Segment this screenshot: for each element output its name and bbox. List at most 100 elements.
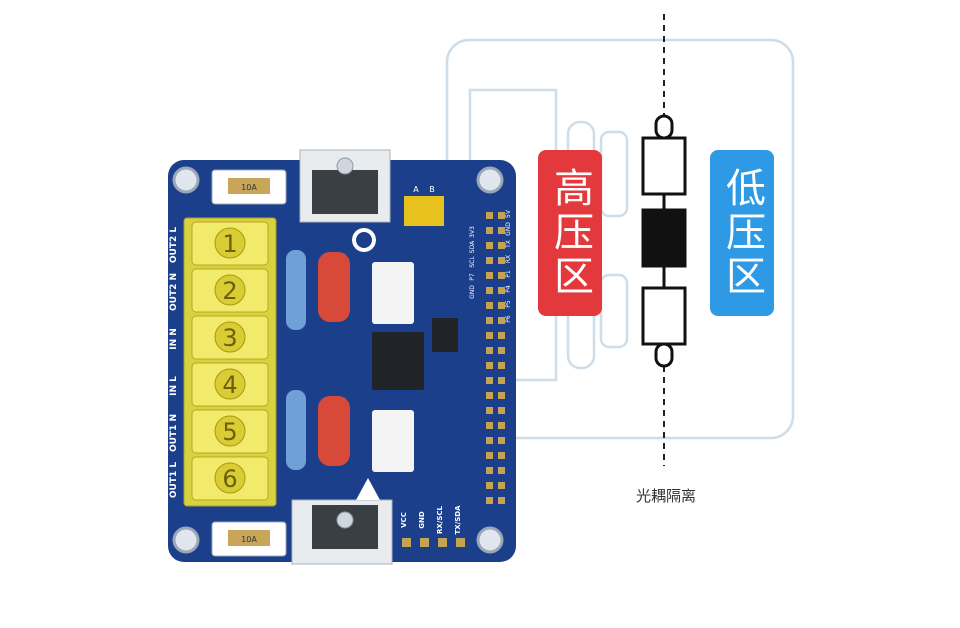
- mounting-hole: [476, 166, 504, 194]
- pi-port-outline-bottom: [599, 273, 629, 349]
- fuse-label-top: 10A: [241, 183, 257, 192]
- jumper-block: [404, 196, 444, 226]
- terminal-number: 1: [222, 230, 237, 258]
- header-pin: [498, 407, 505, 414]
- screw-bottom: [336, 511, 354, 529]
- barrier-block-bottom: [641, 286, 687, 346]
- mounting-hole: [476, 526, 504, 554]
- header-pin-label: TX: [505, 240, 512, 249]
- terminal-number: 6: [222, 465, 237, 493]
- bottom-pin-label: GND: [418, 511, 426, 529]
- bottom-pin-label: TX/SDA: [454, 505, 462, 535]
- terminal-screw: [214, 415, 246, 447]
- header-pin: [486, 482, 493, 489]
- header-pin: [486, 407, 493, 414]
- terminal-screw: [214, 321, 246, 353]
- header-pin: [486, 377, 493, 384]
- terminal-side-label: IN L: [169, 376, 179, 396]
- mounting-hole: [172, 526, 200, 554]
- header-pin: [486, 362, 493, 369]
- header-pin: [486, 347, 493, 354]
- header-pin: [486, 332, 493, 339]
- terminal-screw: [214, 462, 246, 494]
- terminal-screw: [214, 227, 246, 259]
- bottom-pin: [456, 538, 465, 547]
- mounting-hole: [172, 166, 200, 194]
- fuse-label-bottom: 10A: [241, 535, 257, 544]
- header-pin-label: GND: [469, 285, 476, 299]
- bottom-pin-label: VCC: [400, 512, 408, 528]
- terminal-screw: [214, 274, 246, 306]
- header-pin: [498, 452, 505, 459]
- header-pin: [498, 317, 505, 324]
- high-voltage-warning-icon: [356, 478, 380, 500]
- isolation-barrier: [641, 114, 687, 368]
- header-pin: [498, 332, 505, 339]
- high-voltage-zone-label: 高压区: [538, 150, 602, 316]
- header-pin-label: P1: [505, 270, 512, 278]
- header-pin-label: GND: [505, 222, 512, 236]
- header-pin-label: P7: [469, 273, 476, 281]
- header-pin: [498, 392, 505, 399]
- header-pin: [486, 452, 493, 459]
- header-pin: [498, 377, 505, 384]
- header-pin-label: SCL: [469, 256, 476, 268]
- bottom-pin: [438, 538, 447, 547]
- header-pin: [498, 302, 505, 309]
- header-pin-label: SDA: [469, 240, 476, 253]
- header-pin-label: 5V: [505, 209, 512, 218]
- header-pin: [498, 467, 505, 474]
- header-pin: [498, 227, 505, 234]
- header-pin: [486, 257, 493, 264]
- header-pin: [486, 302, 493, 309]
- barrier-cap-bottom: [654, 342, 674, 368]
- barrier-block-top: [641, 136, 687, 196]
- terminal-number: 4: [222, 371, 237, 399]
- header-pin: [498, 287, 505, 294]
- header-pin: [498, 437, 505, 444]
- header-pin-label: P5: [505, 300, 512, 308]
- optocoupler-icon-inner: [356, 232, 372, 248]
- barrier-block-middle: [641, 208, 687, 268]
- bottom-pin-header: [402, 538, 465, 547]
- header-pin: [498, 242, 505, 249]
- header-pin: [486, 317, 493, 324]
- header-pin: [498, 212, 505, 219]
- header-pin: [486, 242, 493, 249]
- bottom-pin: [402, 538, 411, 547]
- pi-port-outline-top: [599, 130, 629, 218]
- header-pin: [498, 422, 505, 429]
- header-pin: [486, 227, 493, 234]
- isolation-caption: 光耦隔离: [635, 487, 696, 505]
- terminal-side-label: OUT1 N: [169, 414, 179, 452]
- header-pin: [486, 287, 493, 294]
- low-voltage-zone-label: 低压区: [710, 150, 774, 316]
- terminal-side-label: OUT2 L: [169, 227, 179, 263]
- header-pin-label: RX: [505, 255, 512, 263]
- terminal-side-label: OUT2 N: [169, 273, 179, 311]
- header-pin: [498, 482, 505, 489]
- header-pin: [498, 362, 505, 369]
- optocoupler-top: [372, 262, 414, 324]
- header-pin: [486, 392, 493, 399]
- controller-chip: [372, 332, 424, 390]
- capacitor-top: [318, 252, 350, 322]
- gpio-header: [486, 212, 505, 504]
- terminal-side-label: OUT1 L: [169, 462, 179, 498]
- terminal-number: 3: [222, 324, 237, 352]
- fuse-top: [228, 178, 270, 194]
- screw-top: [336, 157, 354, 175]
- header-pin-label: P6: [505, 315, 512, 323]
- bottom-pin-label: RX/SCL: [436, 505, 444, 534]
- header-pin-label: P4: [505, 285, 512, 293]
- terminal-number: 2: [222, 277, 237, 305]
- capacitor-bottom: [318, 396, 350, 466]
